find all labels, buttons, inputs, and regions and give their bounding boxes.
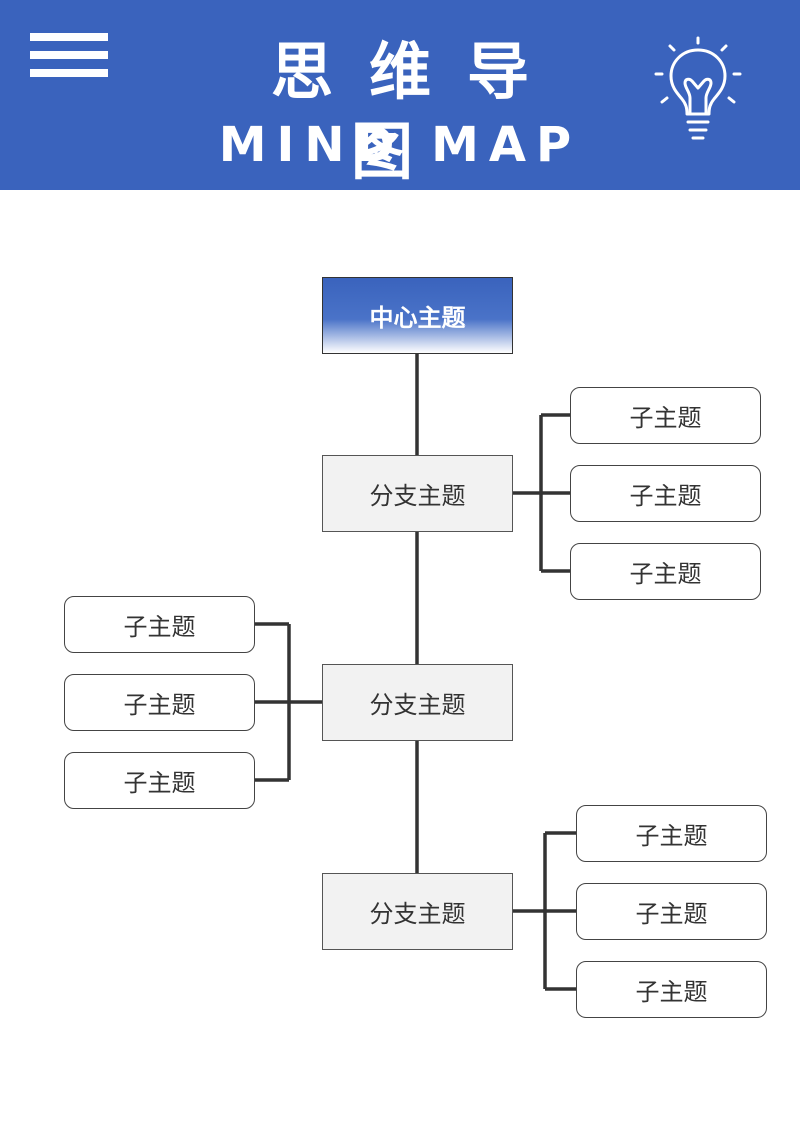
subtopic-node-1-3[interactable]: 子主题 (570, 543, 761, 600)
header-banner: 思维导图 MIND MAP (0, 0, 800, 190)
subtopic-node-1-1[interactable]: 子主题 (570, 387, 761, 444)
lightbulb-icon (654, 36, 742, 140)
page-title: 思维导图 (270, 35, 565, 188)
page-subtitle: MIND MAP (218, 117, 582, 173)
subtopic-node-2-1[interactable]: 子主题 (64, 596, 255, 653)
subtopic-node-3-1[interactable]: 子主题 (576, 805, 767, 862)
subtopic-node-2-2[interactable]: 子主题 (64, 674, 255, 731)
hamburger-menu-icon[interactable] (30, 33, 108, 77)
branch-topic-node-3[interactable]: 分支主题 (322, 873, 513, 950)
branch-topic-node-1[interactable]: 分支主题 (322, 455, 513, 532)
branch-topic-node-2[interactable]: 分支主题 (322, 664, 513, 741)
subtopic-node-3-2[interactable]: 子主题 (576, 883, 767, 940)
central-topic-node[interactable]: 中心主题 (322, 277, 513, 354)
subtopic-node-3-3[interactable]: 子主题 (576, 961, 767, 1018)
subtopic-node-2-3[interactable]: 子主题 (64, 752, 255, 809)
subtopic-node-1-2[interactable]: 子主题 (570, 465, 761, 522)
